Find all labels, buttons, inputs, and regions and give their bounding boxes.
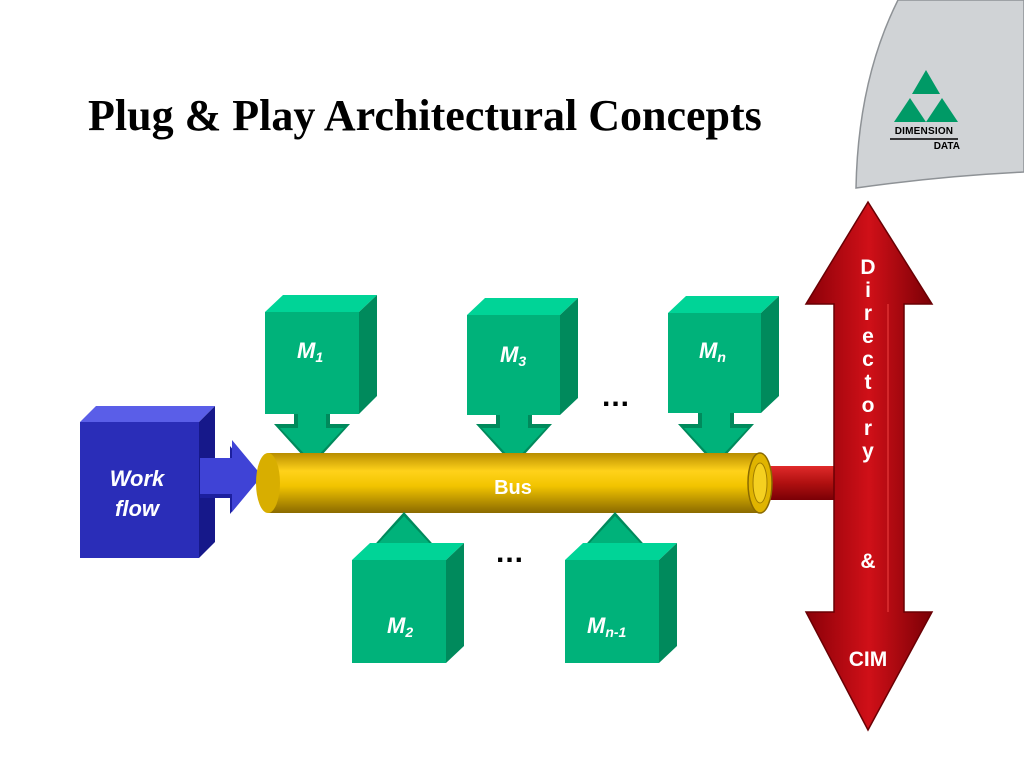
module-subscript: 3 xyxy=(518,353,527,369)
module-letter: M xyxy=(387,613,406,638)
directory-letter: r xyxy=(863,417,873,440)
module-subscript: 1 xyxy=(315,349,324,365)
directory-letter: t xyxy=(864,371,872,394)
directory-arrow-icon xyxy=(804,200,934,732)
module-m2-label: M2 xyxy=(387,613,413,640)
module-m1-arrow-icon xyxy=(274,412,350,466)
module-mn-1-box xyxy=(565,543,677,663)
module-m1-label: M1 xyxy=(297,338,323,365)
module-letter: M xyxy=(699,338,718,363)
module-mn-label: Mn xyxy=(699,338,726,365)
workflow-label: Work flow xyxy=(92,464,182,524)
ellipsis-bottom: ... xyxy=(496,536,525,569)
workflow-line1: Work xyxy=(109,466,165,491)
page-title: Plug & Play Architectural Concepts xyxy=(88,91,762,140)
module-m3-label: M3 xyxy=(500,342,526,369)
workflow-box xyxy=(80,406,215,558)
module-letter: M xyxy=(500,342,519,367)
directory-letter: c xyxy=(862,348,874,371)
directory-letter: r xyxy=(863,302,873,325)
module-letter: M xyxy=(587,613,606,638)
module-letter: M xyxy=(297,338,316,363)
directory-cim-label: CIM xyxy=(848,648,888,671)
directory-letter: D xyxy=(860,256,876,279)
logo-line2: DATA xyxy=(933,141,960,152)
module-m3-box xyxy=(467,298,578,415)
directory-letter: o xyxy=(861,394,875,417)
module-m3-arrow-icon xyxy=(476,412,552,466)
module-m1-box xyxy=(265,295,377,414)
directory-letter: e xyxy=(862,325,874,348)
directory-letter: i xyxy=(865,279,871,302)
module-m2-box xyxy=(352,543,464,663)
workflow-line2: flow xyxy=(115,496,159,521)
logo-triangle-icon xyxy=(894,70,958,122)
module-mn-1-label: Mn-1 xyxy=(587,613,626,640)
logo-line1: DIMENSION xyxy=(894,126,954,137)
directory-amp: & xyxy=(860,550,876,573)
module-subscript: 2 xyxy=(405,624,414,640)
bus-label: Bus xyxy=(494,477,532,499)
module-mn-arrow-icon xyxy=(678,412,754,466)
module-subscript: n xyxy=(717,349,726,365)
module-mn-box xyxy=(668,296,779,413)
logo xyxy=(855,0,1024,189)
bus-cylinder xyxy=(256,452,773,514)
module-subscript: n-1 xyxy=(605,624,627,640)
workflow-arrow-icon xyxy=(200,440,262,514)
directory-letter: y xyxy=(862,440,874,463)
ellipsis-top: ... xyxy=(602,380,631,413)
